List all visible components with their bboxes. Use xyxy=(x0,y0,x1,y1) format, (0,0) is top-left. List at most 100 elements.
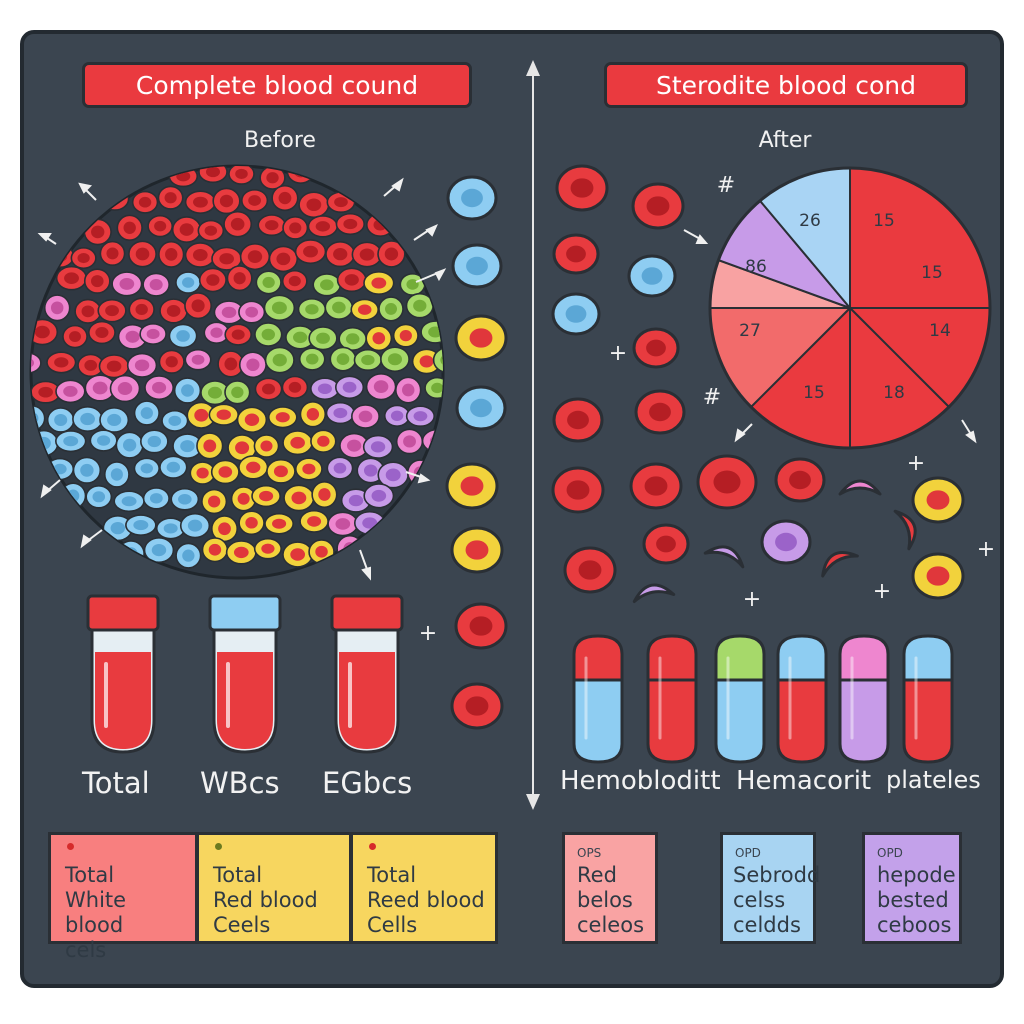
blood-cell-nucleus xyxy=(293,331,308,344)
blood-cell-nucleus xyxy=(345,333,360,345)
right-label-1: Hemobloditt xyxy=(560,766,721,796)
blood-cell-nucleus xyxy=(92,491,106,503)
pie-value-label: 26 xyxy=(799,211,821,231)
pie-value-label: 15 xyxy=(921,263,943,283)
red-dot-icon xyxy=(67,843,74,850)
pie-outline xyxy=(708,166,992,450)
after-title: Sterodite blood cond xyxy=(656,70,916,100)
single-cell-nucleus xyxy=(565,305,587,323)
blood-cell-nucleus xyxy=(315,545,328,558)
blood-cell-nucleus xyxy=(110,468,123,481)
blood-cell-nucleus xyxy=(291,491,307,505)
single-cell-nucleus xyxy=(656,535,676,553)
blood-cell-nucleus xyxy=(288,381,302,393)
single-cell-nucleus xyxy=(465,696,489,716)
marker-glyph: + xyxy=(907,451,925,476)
pie-slice xyxy=(849,166,992,309)
blood-cell-nucleus xyxy=(178,493,192,505)
blood-cell-nucleus xyxy=(165,356,178,368)
card-total-reed-blood-cells: Total Reed blood Cells xyxy=(350,832,498,944)
blood-cell-nucleus xyxy=(140,407,153,419)
left-label-3: EGbcs xyxy=(322,766,413,800)
capsule-bottom xyxy=(572,678,624,764)
blood-cell-nucleus xyxy=(259,490,274,502)
blood-cell xyxy=(117,540,145,568)
blood-cell-nucleus xyxy=(272,518,287,529)
blood-cell-nucleus xyxy=(390,410,404,421)
single-cell-nucleus xyxy=(566,480,590,500)
blood-cell-nucleus xyxy=(332,301,346,314)
single-cell-nucleus xyxy=(570,178,594,198)
single-cell-nucleus xyxy=(646,339,666,357)
blood-cell-nucleus xyxy=(182,549,195,562)
blood-cell-nucleus xyxy=(63,385,78,397)
blood-cell-nucleus xyxy=(204,225,218,236)
blood-cell-nucleus xyxy=(303,245,318,258)
capsule-bottom xyxy=(838,678,890,764)
blood-cell-nucleus xyxy=(149,493,163,504)
after-label: After xyxy=(758,128,812,153)
blood-cell-nucleus xyxy=(77,252,90,264)
blood-cell-nucleus xyxy=(176,330,190,342)
capsule-bottom xyxy=(902,678,954,764)
blood-cell-nucleus xyxy=(399,330,412,342)
blood-cell-nucleus xyxy=(31,357,35,369)
blood-cell-nucleus xyxy=(151,543,167,557)
marker-glyph: # xyxy=(717,173,735,198)
blood-cell-nucleus xyxy=(119,278,135,290)
blood-cell-nucleus xyxy=(230,217,245,231)
left-label-1: Total xyxy=(82,766,150,800)
single-cell-nucleus xyxy=(567,410,589,430)
blood-cell-nucleus xyxy=(343,218,358,230)
blood-cell-nucleus xyxy=(363,464,378,477)
blood-cell-nucleus xyxy=(154,220,167,232)
blood-cell-nucleus xyxy=(244,413,260,426)
marker-glyph: + xyxy=(873,579,891,604)
blood-cell-nucleus xyxy=(318,488,331,501)
blood-cell-nucleus xyxy=(38,386,54,398)
blood-cell-nucleus xyxy=(193,196,208,208)
blood-cell-nucleus xyxy=(357,304,372,315)
blood-cell-nucleus xyxy=(91,225,105,239)
tube-cap xyxy=(330,594,404,632)
blood-cell-nucleus xyxy=(373,380,389,394)
blood-cell-nucleus xyxy=(266,172,279,184)
blood-cell-nucleus xyxy=(306,408,320,421)
blood-cell-nucleus xyxy=(371,277,387,289)
before-title: Complete blood cound xyxy=(135,70,419,100)
blood-cell-nucleus xyxy=(237,492,250,505)
blood-cell-nucleus xyxy=(342,381,357,393)
marker-glyph: + xyxy=(743,587,761,612)
blood-cell xyxy=(421,428,443,453)
blood-cell-nucleus xyxy=(219,253,234,265)
green-dot-icon xyxy=(215,843,222,850)
blood-cell-nucleus xyxy=(182,277,195,288)
divider-arrow-bottom xyxy=(526,794,540,810)
blood-cell-nucleus xyxy=(140,463,153,474)
marker-glyph: # xyxy=(703,385,721,410)
single-cell-nucleus xyxy=(789,470,811,490)
pie-value-label: 18 xyxy=(883,383,905,403)
capsule-top xyxy=(646,634,698,682)
red-dot-icon xyxy=(369,843,376,850)
card-total-red-blood-cells: Total Red blood Ceels xyxy=(196,832,352,944)
blood-cell-nucleus xyxy=(168,415,182,426)
blood-cell-nucleus xyxy=(316,332,330,344)
blood-cell-nucleus xyxy=(385,468,401,482)
blood-cell-nucleus xyxy=(134,359,150,372)
blood-cell-nucleus xyxy=(50,301,64,315)
tube-blood xyxy=(95,652,151,749)
blood-cell-nucleus xyxy=(224,357,238,371)
blood-cell-nucleus xyxy=(180,440,195,453)
blood-cell-nucleus xyxy=(68,331,82,343)
marker-glyph: + xyxy=(977,537,995,562)
capsule-tubes xyxy=(572,634,954,764)
blood-cell-nucleus xyxy=(110,521,126,535)
blood-cell-nucleus xyxy=(187,519,203,532)
marker-glyph: + xyxy=(609,341,627,366)
blood-cell-nucleus xyxy=(91,275,104,288)
blood-cell-nucleus xyxy=(246,461,261,474)
blood-cell-nucleus xyxy=(335,518,351,530)
blood-cell-nucleus xyxy=(218,522,231,536)
before-label: Before xyxy=(244,128,316,153)
